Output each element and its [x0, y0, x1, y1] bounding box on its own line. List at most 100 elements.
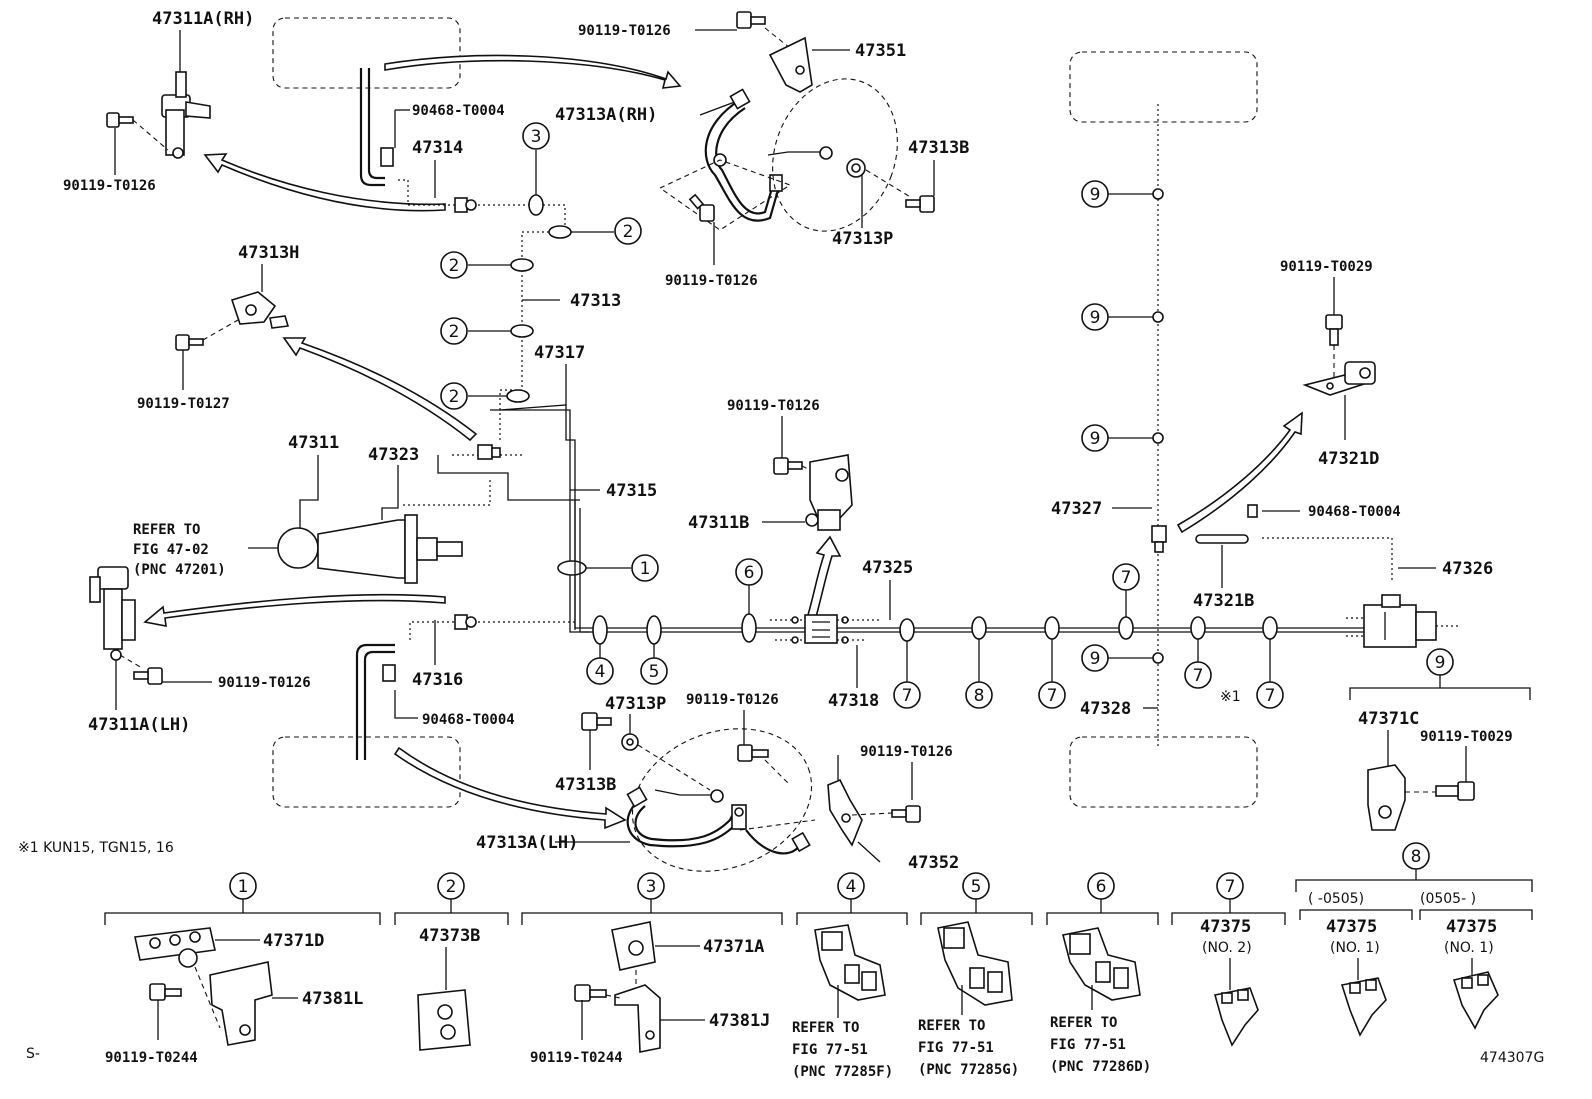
label-47313B-b: 47313B	[555, 775, 616, 795]
part-47313H	[230, 291, 290, 329]
note-mark: ※1	[1220, 689, 1241, 705]
hidden-region-box	[272, 17, 461, 89]
clip-icon	[1247, 504, 1258, 518]
union-icon	[1151, 525, 1167, 553]
bolt-icon	[736, 11, 766, 29]
svg-text:8: 8	[974, 686, 985, 706]
bolt-icon	[737, 744, 769, 762]
legend-refer-5b: FIG 77-51	[918, 1040, 994, 1056]
label-47325: 47325	[862, 558, 913, 578]
label-90119-T0126-c: 90119-T0126	[665, 273, 758, 289]
svg-text:9: 9	[1435, 653, 1446, 673]
refer-text-3: (PNC 47201)	[133, 562, 226, 578]
legend-47373B: 47373B	[419, 926, 480, 946]
legend-47375-no1-a-sub: (NO. 1)	[1330, 940, 1380, 956]
clip-icon	[382, 664, 396, 682]
part-47375-no2	[1213, 987, 1259, 1047]
label-47323: 47323	[368, 445, 419, 465]
part-47352-bracket	[827, 778, 863, 847]
svg-text:9: 9	[1090, 429, 1101, 449]
label-47313H: 47313H	[238, 243, 299, 263]
label-47311B: 47311B	[688, 513, 749, 533]
refer-text-2: FIG 47-02	[133, 542, 209, 558]
label-90119-T0126-b: 90119-T0126	[578, 23, 671, 39]
svg-text:2: 2	[449, 387, 460, 407]
svg-text:2: 2	[449, 322, 460, 342]
label-47313P-b: 47313P	[605, 694, 666, 714]
svg-text:5: 5	[649, 662, 660, 682]
part-47373B	[417, 989, 471, 1051]
arrow-icon	[384, 54, 682, 89]
label-90119-T0126-e: 90119-T0126	[218, 675, 311, 691]
callout-7	[893, 681, 921, 709]
arrow-icon	[807, 535, 842, 618]
legend-refer-6c: (PNC 77286D)	[1050, 1059, 1151, 1075]
svg-text:7: 7	[1047, 686, 1058, 706]
part-47311A-LH	[89, 566, 136, 661]
bolt-icon	[581, 712, 612, 731]
callout-9	[1081, 180, 1109, 208]
legend-refer-4a: REFER TO	[792, 1020, 859, 1036]
part-clamp-5	[937, 921, 1013, 1006]
bolt-icon	[773, 457, 803, 475]
union-icon	[477, 444, 493, 460]
arrow-icon	[203, 153, 446, 212]
part-47381J	[614, 984, 661, 1053]
callout-9	[1081, 644, 1109, 672]
part-47311-master-cylinder	[277, 514, 463, 584]
legend-47375-no2-sub: (NO. 2)	[1202, 940, 1252, 956]
refer-text-1: REFER TO	[133, 522, 200, 538]
label-90119-T0126-f: 90119-T0126	[686, 692, 779, 708]
label-47313A-RH: 47313A(RH)	[555, 105, 657, 125]
label-47328: 47328	[1080, 699, 1131, 719]
callout-7	[1256, 681, 1284, 709]
label-47321B: 47321B	[1193, 591, 1254, 611]
svg-text:6: 6	[744, 563, 755, 583]
svg-text:4: 4	[846, 877, 857, 897]
svg-text:9: 9	[1090, 649, 1101, 669]
label-47311A-LH: 47311A(LH)	[88, 715, 190, 735]
label-90468-T0004-c: 90468-T0004	[1308, 504, 1401, 520]
svg-text:1: 1	[238, 877, 249, 897]
part-47375-no1-a	[1340, 977, 1387, 1037]
callout-4	[586, 657, 614, 685]
clip-icon	[380, 147, 394, 167]
union-47318	[804, 614, 838, 644]
washer-icon	[621, 733, 639, 751]
label-90119-T0126-g: 90119-T0126	[860, 744, 953, 760]
label-90468-T0004-a: 90468-T0004	[412, 103, 505, 119]
hidden-region-box	[1069, 51, 1258, 123]
bolt-icon	[574, 984, 607, 1002]
part-47371D	[134, 927, 216, 968]
arrow-icon	[282, 337, 478, 442]
svg-text:3: 3	[646, 877, 657, 897]
legend-47375-no1-b: 47375	[1446, 917, 1497, 937]
callout-7	[1184, 661, 1212, 689]
legend-refer-5a: REFER TO	[918, 1018, 985, 1034]
svg-text:7: 7	[902, 686, 913, 706]
callout-1	[631, 554, 659, 582]
figure-code: 474307G	[1480, 1050, 1544, 1066]
legend-90119-T0244-a: 90119-T0244	[105, 1050, 198, 1066]
label-47314: 47314	[412, 138, 463, 158]
label-90468-T0004-b: 90468-T0004	[422, 712, 515, 728]
label-47321D: 47321D	[1318, 449, 1379, 469]
callout-3	[522, 122, 550, 150]
callout-2	[440, 317, 468, 345]
callout-7	[1038, 681, 1066, 709]
part-47371A	[611, 921, 656, 971]
bolt-icon	[891, 805, 921, 823]
legend-47375-no2: 47375	[1200, 917, 1251, 937]
callout-2	[440, 251, 468, 279]
svg-text:5: 5	[971, 877, 982, 897]
svg-text:6: 6	[1096, 877, 1107, 897]
label-47313B-a: 47313B	[908, 138, 969, 158]
part-rear-junction	[1363, 594, 1437, 648]
svg-text:7: 7	[1225, 877, 1236, 897]
part-47371C	[1367, 764, 1406, 831]
hidden-region-box	[1069, 736, 1258, 808]
legend-range-2: (0505- )	[1420, 891, 1476, 907]
svg-text:8: 8	[1411, 847, 1422, 867]
legend-range-1: ( -0505)	[1308, 891, 1364, 907]
hose-47321B	[1195, 534, 1249, 544]
